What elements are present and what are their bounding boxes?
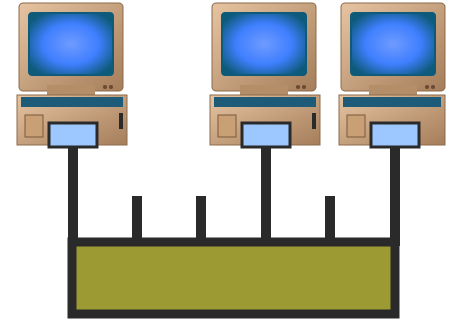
computer-3: [339, 3, 445, 147]
computer-2: [210, 3, 320, 147]
cable-3: [390, 146, 400, 246]
cable-2: [261, 146, 271, 246]
computer-1: [17, 3, 127, 147]
hub-port-empty-2: [196, 196, 206, 244]
hub-port-empty-3: [325, 196, 335, 244]
network-card: [371, 123, 419, 147]
hub-port-empty-1: [132, 196, 142, 244]
network-card: [49, 123, 97, 147]
cable-1: [68, 146, 78, 246]
hub-box: [72, 242, 395, 314]
network-card: [242, 123, 290, 147]
monitor-icon: [19, 3, 123, 95]
monitor-icon: [341, 3, 445, 95]
monitor-icon: [212, 3, 316, 95]
